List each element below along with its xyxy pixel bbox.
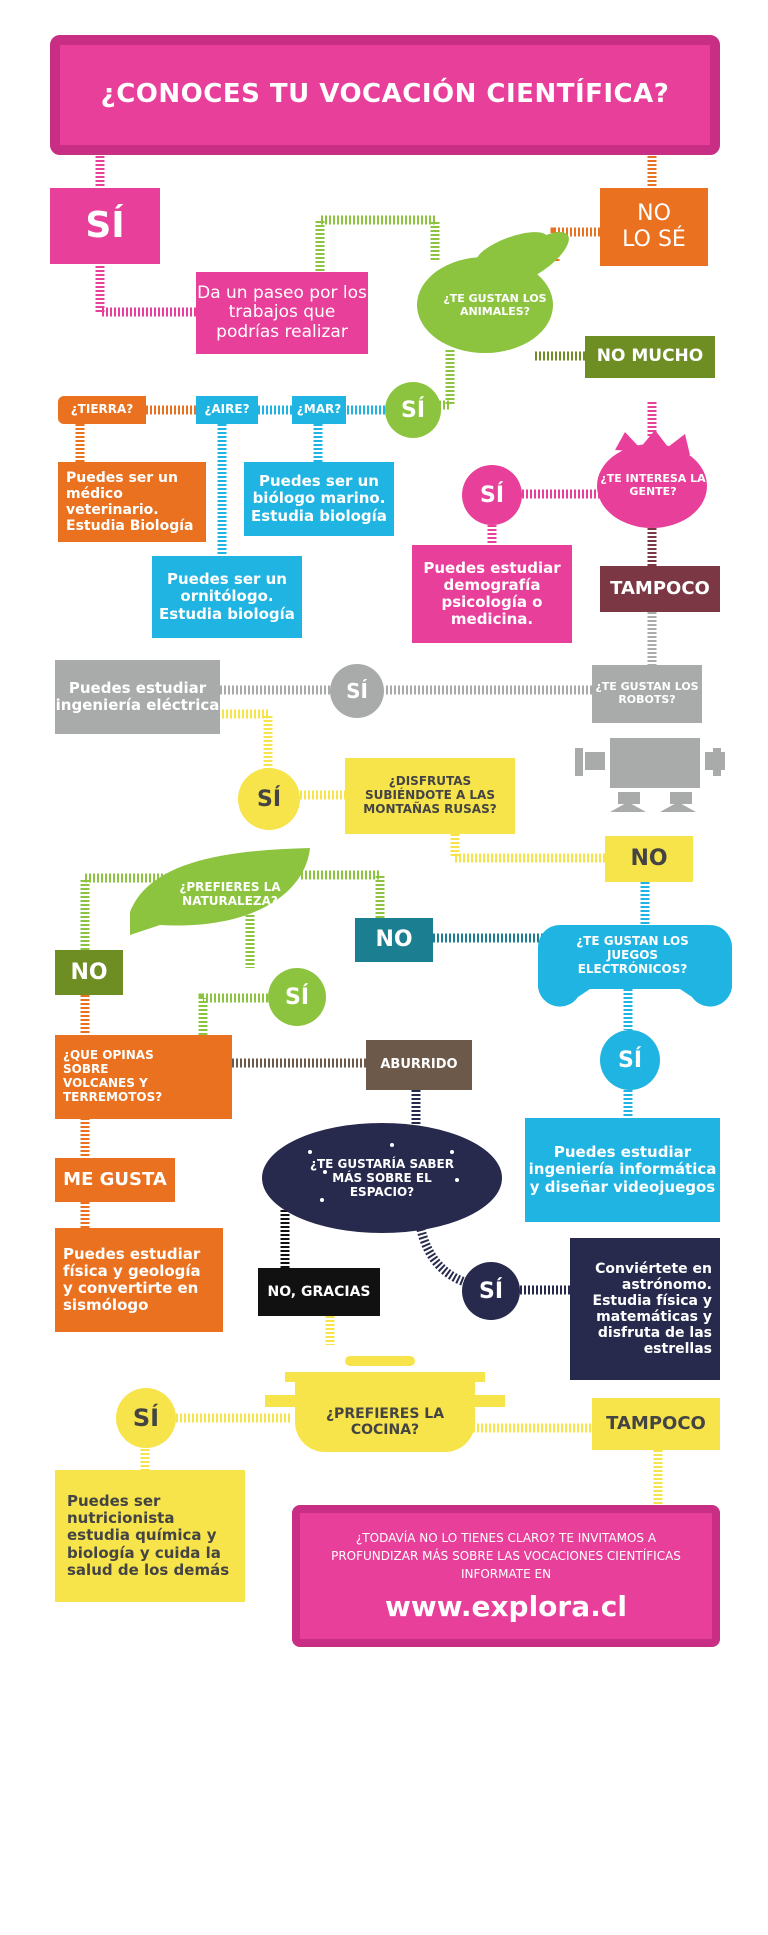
footer-text: ¿TODAVÍA NO LO TIENES CLARO? TE INVITAMO… bbox=[331, 1530, 681, 1581]
rabbit-shape bbox=[417, 231, 569, 353]
node-si-cocina: SÍ bbox=[116, 1388, 176, 1448]
connector-paseo-animales bbox=[315, 215, 440, 275]
node-si-gente: SÍ bbox=[462, 465, 522, 525]
space-shape bbox=[262, 1123, 502, 1233]
node-animales-question: ¿TE GUSTAN LOS ANIMALES? bbox=[443, 292, 547, 318]
node-cocina-question: ¿PREFIERES LA COCINA? bbox=[325, 1405, 445, 1438]
head-shape bbox=[597, 430, 707, 528]
robot-shape bbox=[575, 738, 725, 812]
title-banner: ¿CONOCES TU VOCACIÓN CIENTÍFICA? bbox=[50, 35, 720, 155]
node-si-robots: SÍ bbox=[330, 664, 384, 718]
footer-link[interactable]: www.explora.cl bbox=[385, 1589, 627, 1623]
node-tampoco-1: TAMPOCO bbox=[600, 566, 720, 612]
node-demografia: Puedes estudiar demografía psicología o … bbox=[412, 545, 572, 643]
node-no-juegos: NO bbox=[355, 918, 433, 962]
node-gente-question: ¿TE INTERESA LA GENTE? bbox=[600, 472, 706, 498]
node-astronomo: Conviértete en astrónomo. Estudia física… bbox=[570, 1238, 720, 1380]
node-si-naturaleza: SÍ bbox=[268, 968, 326, 1026]
page-title: ¿CONOCES TU VOCACIÓN CIENTÍFICA? bbox=[100, 79, 670, 110]
node-si-espacio: SÍ bbox=[462, 1262, 520, 1320]
node-si-montanas: SÍ bbox=[238, 768, 300, 830]
node-juegos-question: ¿TE GUSTAN LOS JUEGOS ELECTRÓNICOS? bbox=[576, 934, 689, 976]
node-biologo-marino: Puedes ser un biólogo marino. Estudia bi… bbox=[244, 462, 394, 536]
node-ornitologo: Puedes ser un ornitólogo. Estudia biolog… bbox=[152, 556, 302, 638]
node-tampoco-2: TAMPOCO bbox=[592, 1398, 720, 1450]
controller-shape bbox=[538, 925, 732, 1007]
node-paseo: Da un paseo por los trabajos que podrías… bbox=[196, 272, 368, 354]
connector-si-volcanes bbox=[198, 993, 268, 1038]
connector-electrica-si bbox=[222, 709, 273, 775]
node-no-gracias: NO, GRACIAS bbox=[258, 1268, 380, 1316]
node-me-gusta: ME GUSTA bbox=[55, 1158, 175, 1202]
node-ingenieria-electrica: Puedes estudiar ingeniería eléctrica bbox=[55, 660, 220, 734]
node-nutricionista: Puedes ser nutricionista estudia química… bbox=[55, 1470, 245, 1602]
node-si-juegos: SÍ bbox=[600, 1030, 660, 1090]
node-naturaleza-question: ¿PREFIERES LA NATURALEZA? bbox=[179, 880, 281, 908]
leaf-shape bbox=[130, 848, 310, 935]
connector-no-naturaleza bbox=[300, 870, 385, 918]
node-montanas-question: ¿DISFRUTAS SUBIÉNDOTE A LAS MONTAÑAS RUS… bbox=[345, 758, 515, 834]
node-no-lo-se: NO LO SÉ bbox=[600, 188, 708, 266]
node-ingenieria-informatica: Puedes estudiar ingeniería informática y… bbox=[525, 1118, 720, 1222]
node-volcanes-question: ¿QUE OPINAS SOBRE VOLCANES Y TERREMOTOS? bbox=[55, 1035, 232, 1119]
connector-si-paseo bbox=[95, 262, 196, 317]
node-no-naturaleza: NO bbox=[55, 950, 123, 995]
node-no-mucho: NO MUCHO bbox=[585, 336, 715, 378]
node-aire-question: ¿AIRE? bbox=[196, 396, 258, 424]
node-no-robots: NO bbox=[605, 836, 693, 882]
node-sismologo: Puedes estudiar física y geología y conv… bbox=[55, 1228, 223, 1332]
node-espacio-question: ¿TE GUSTARÍA SABER MÁS SOBRE EL ESPACIO? bbox=[310, 1157, 454, 1199]
node-veterinario: Puedes ser un médico veterinario. Estudi… bbox=[58, 462, 206, 542]
footer-banner: ¿TODAVÍA NO LO TIENES CLARO? TE INVITAMO… bbox=[292, 1505, 720, 1647]
node-tierra-question: ¿TIERRA? bbox=[58, 396, 146, 424]
node-si-animales: SÍ bbox=[385, 382, 441, 438]
node-aburrido: ABURRIDO bbox=[366, 1040, 472, 1090]
node-mar-question: ¿MAR? bbox=[292, 396, 346, 424]
connector-naturaleza-no bbox=[80, 873, 175, 950]
pot-shape bbox=[265, 1356, 505, 1452]
node-si-start: SÍ bbox=[50, 188, 160, 264]
connector-montanas-no bbox=[450, 834, 605, 863]
node-robots-question: ¿TE GUSTAN LOS ROBOTS? bbox=[592, 665, 702, 723]
